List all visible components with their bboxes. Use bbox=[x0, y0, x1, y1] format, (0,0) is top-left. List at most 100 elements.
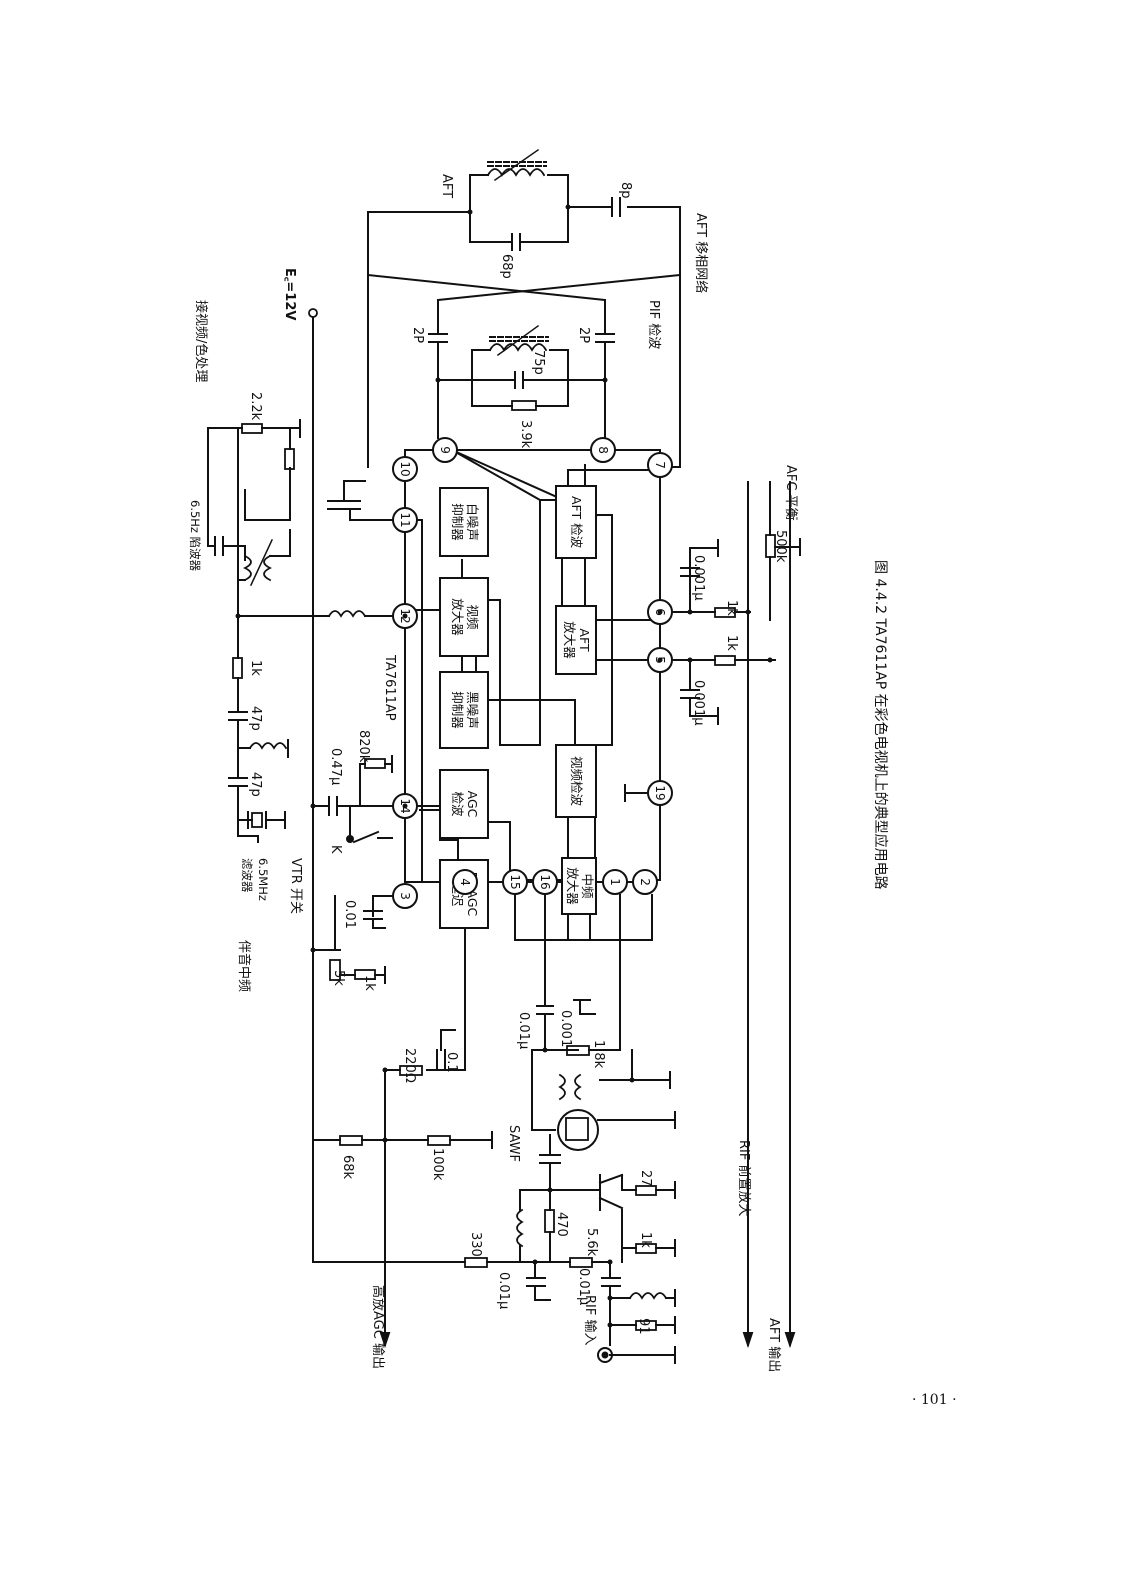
label-to-video: 接视频/色处理 bbox=[193, 300, 208, 383]
pin-label-15: 15 bbox=[508, 874, 522, 889]
pin-3 bbox=[392, 883, 418, 909]
r-27: 27 bbox=[638, 1170, 653, 1187]
label-if-amp: 中频放大器 bbox=[565, 867, 595, 905]
pin-label-11: 11 bbox=[398, 512, 412, 527]
label-pif-det: PIF 检波 bbox=[646, 300, 661, 350]
wire-pin11 bbox=[349, 508, 394, 521]
block-black-noise bbox=[439, 671, 489, 749]
r-220: 220Ω bbox=[402, 1048, 417, 1083]
pin-label-8: 8 bbox=[596, 446, 610, 454]
supply-label: E꜀=12V bbox=[282, 268, 297, 321]
r-1k-trap: 1k bbox=[248, 660, 263, 676]
r-5k: 5k bbox=[331, 970, 346, 986]
c-01: 0.1 bbox=[444, 1052, 459, 1073]
label-tuner-agc: 高放AGC 输出 bbox=[370, 1285, 385, 1369]
wire-aft-tank bbox=[469, 174, 489, 213]
block-aft-det bbox=[555, 485, 597, 559]
wire-pif-r2 bbox=[535, 379, 569, 407]
c-8p: 8p bbox=[618, 182, 633, 199]
c-47p-b: 47p bbox=[248, 772, 263, 797]
r-2-2k: 2.2k bbox=[248, 392, 263, 421]
block-agc-det bbox=[439, 769, 489, 839]
label-aft-phase: AFT 移相网络 bbox=[693, 213, 708, 294]
pin-1 bbox=[602, 869, 628, 895]
pin-4 bbox=[452, 869, 478, 895]
label-rif-pre: RIF 前置放大 bbox=[736, 1140, 751, 1217]
block-aft-amp bbox=[555, 605, 597, 675]
r-500k: 500k bbox=[773, 530, 788, 563]
pin-label-2: 2 bbox=[638, 878, 652, 886]
c-001u-b: 0.01μ bbox=[496, 1272, 511, 1310]
pin-10 bbox=[392, 456, 418, 482]
c-001-3: 0.01 bbox=[342, 900, 357, 929]
pin-11 bbox=[392, 507, 418, 533]
label-trap: 6.5Hz 陷波器 bbox=[188, 500, 202, 572]
label-aft-det: AFT 检波 bbox=[569, 496, 584, 549]
block-video-det bbox=[555, 744, 597, 818]
wire-pif-tank2 bbox=[549, 349, 606, 381]
pin-19 bbox=[647, 780, 673, 806]
label-vtr-switch: VTR 开关 bbox=[288, 858, 303, 914]
figure-caption: 图 4.4.2 TA7611AP 在彩色电视机上的典型应用电路 bbox=[872, 560, 888, 890]
pin-label-7: 7 bbox=[653, 461, 667, 469]
c-2p-right: 2P bbox=[576, 327, 591, 344]
page-number: · 101 · bbox=[912, 1392, 957, 1408]
c-2p-left: 2P bbox=[410, 327, 425, 344]
r-91: 91 bbox=[636, 1318, 651, 1335]
wire-aft-tank2 bbox=[521, 174, 569, 243]
label-white-noise: 白噪声抑制器 bbox=[450, 503, 480, 541]
block-if-amp bbox=[561, 857, 597, 915]
label-video-amp: 视频放大器 bbox=[450, 598, 480, 636]
block-white-noise bbox=[439, 487, 489, 557]
r-1k-5: 1k bbox=[724, 635, 739, 651]
pin-9 bbox=[432, 437, 458, 463]
pin-label-16: 16 bbox=[538, 874, 552, 889]
block-video-amp bbox=[439, 577, 489, 657]
pin-2 bbox=[632, 869, 658, 895]
coil-aft bbox=[486, 168, 546, 177]
c-001u-a: 0.01μ bbox=[516, 1012, 531, 1050]
r-1-8k: 1.8k bbox=[591, 1040, 606, 1069]
wire-cross-a bbox=[366, 273, 607, 302]
r-1k-3: 1k bbox=[362, 975, 377, 991]
label-aft: AFT bbox=[439, 174, 454, 199]
c-047: 0.47μ bbox=[328, 748, 343, 786]
pin-8 bbox=[590, 437, 616, 463]
label-aft-out: AFT 输出 bbox=[766, 1318, 781, 1373]
c-68p: 68p bbox=[499, 254, 514, 279]
wire-aft-tank3 bbox=[469, 211, 513, 243]
r-470: 470 bbox=[554, 1212, 569, 1237]
wire-pif-tank bbox=[437, 349, 491, 381]
label-sound-if: 伴音中频 bbox=[236, 940, 251, 993]
label-agc-det: AGC检波 bbox=[450, 791, 480, 818]
label-filter-2: 滤波器 bbox=[240, 858, 254, 893]
pin-label-1: 1 bbox=[608, 878, 622, 886]
label-filter-1: 6.5MHz bbox=[256, 858, 270, 901]
r-3-9k: 3.9k bbox=[518, 420, 533, 449]
r-68k: 68k bbox=[340, 1155, 355, 1180]
r-820k: 820k bbox=[356, 730, 371, 763]
label-saw: SAWF bbox=[506, 1125, 521, 1163]
supply-terminal bbox=[308, 308, 318, 318]
coil-pif bbox=[488, 343, 548, 352]
wire-aft-8p bbox=[627, 206, 681, 468]
pin-16 bbox=[532, 869, 558, 895]
label-afc-bal: AFC 平衡 bbox=[783, 465, 798, 521]
pin-label-10: 10 bbox=[398, 461, 412, 476]
pin-label-19: 19 bbox=[653, 785, 667, 800]
label-k-switch: K bbox=[328, 845, 343, 854]
c-0001u-5: 0.001μ bbox=[691, 680, 706, 726]
c-001u-c: 0.01μ bbox=[576, 1268, 591, 1306]
pin-label-9: 9 bbox=[438, 446, 452, 454]
label-chip: TA7611AP bbox=[382, 655, 397, 721]
pin-7 bbox=[647, 452, 673, 478]
r-1k-rf: 1k bbox=[638, 1232, 653, 1248]
label-black-noise: 黑噪声抑制器 bbox=[450, 691, 480, 729]
wire-aft-left bbox=[367, 211, 471, 468]
label-aft-amp: AFT放大器 bbox=[562, 621, 592, 659]
c-0001u-6: 0.001μ bbox=[691, 555, 706, 601]
wire-pif-r bbox=[471, 379, 513, 407]
r-1k-6: 1k bbox=[724, 600, 739, 616]
